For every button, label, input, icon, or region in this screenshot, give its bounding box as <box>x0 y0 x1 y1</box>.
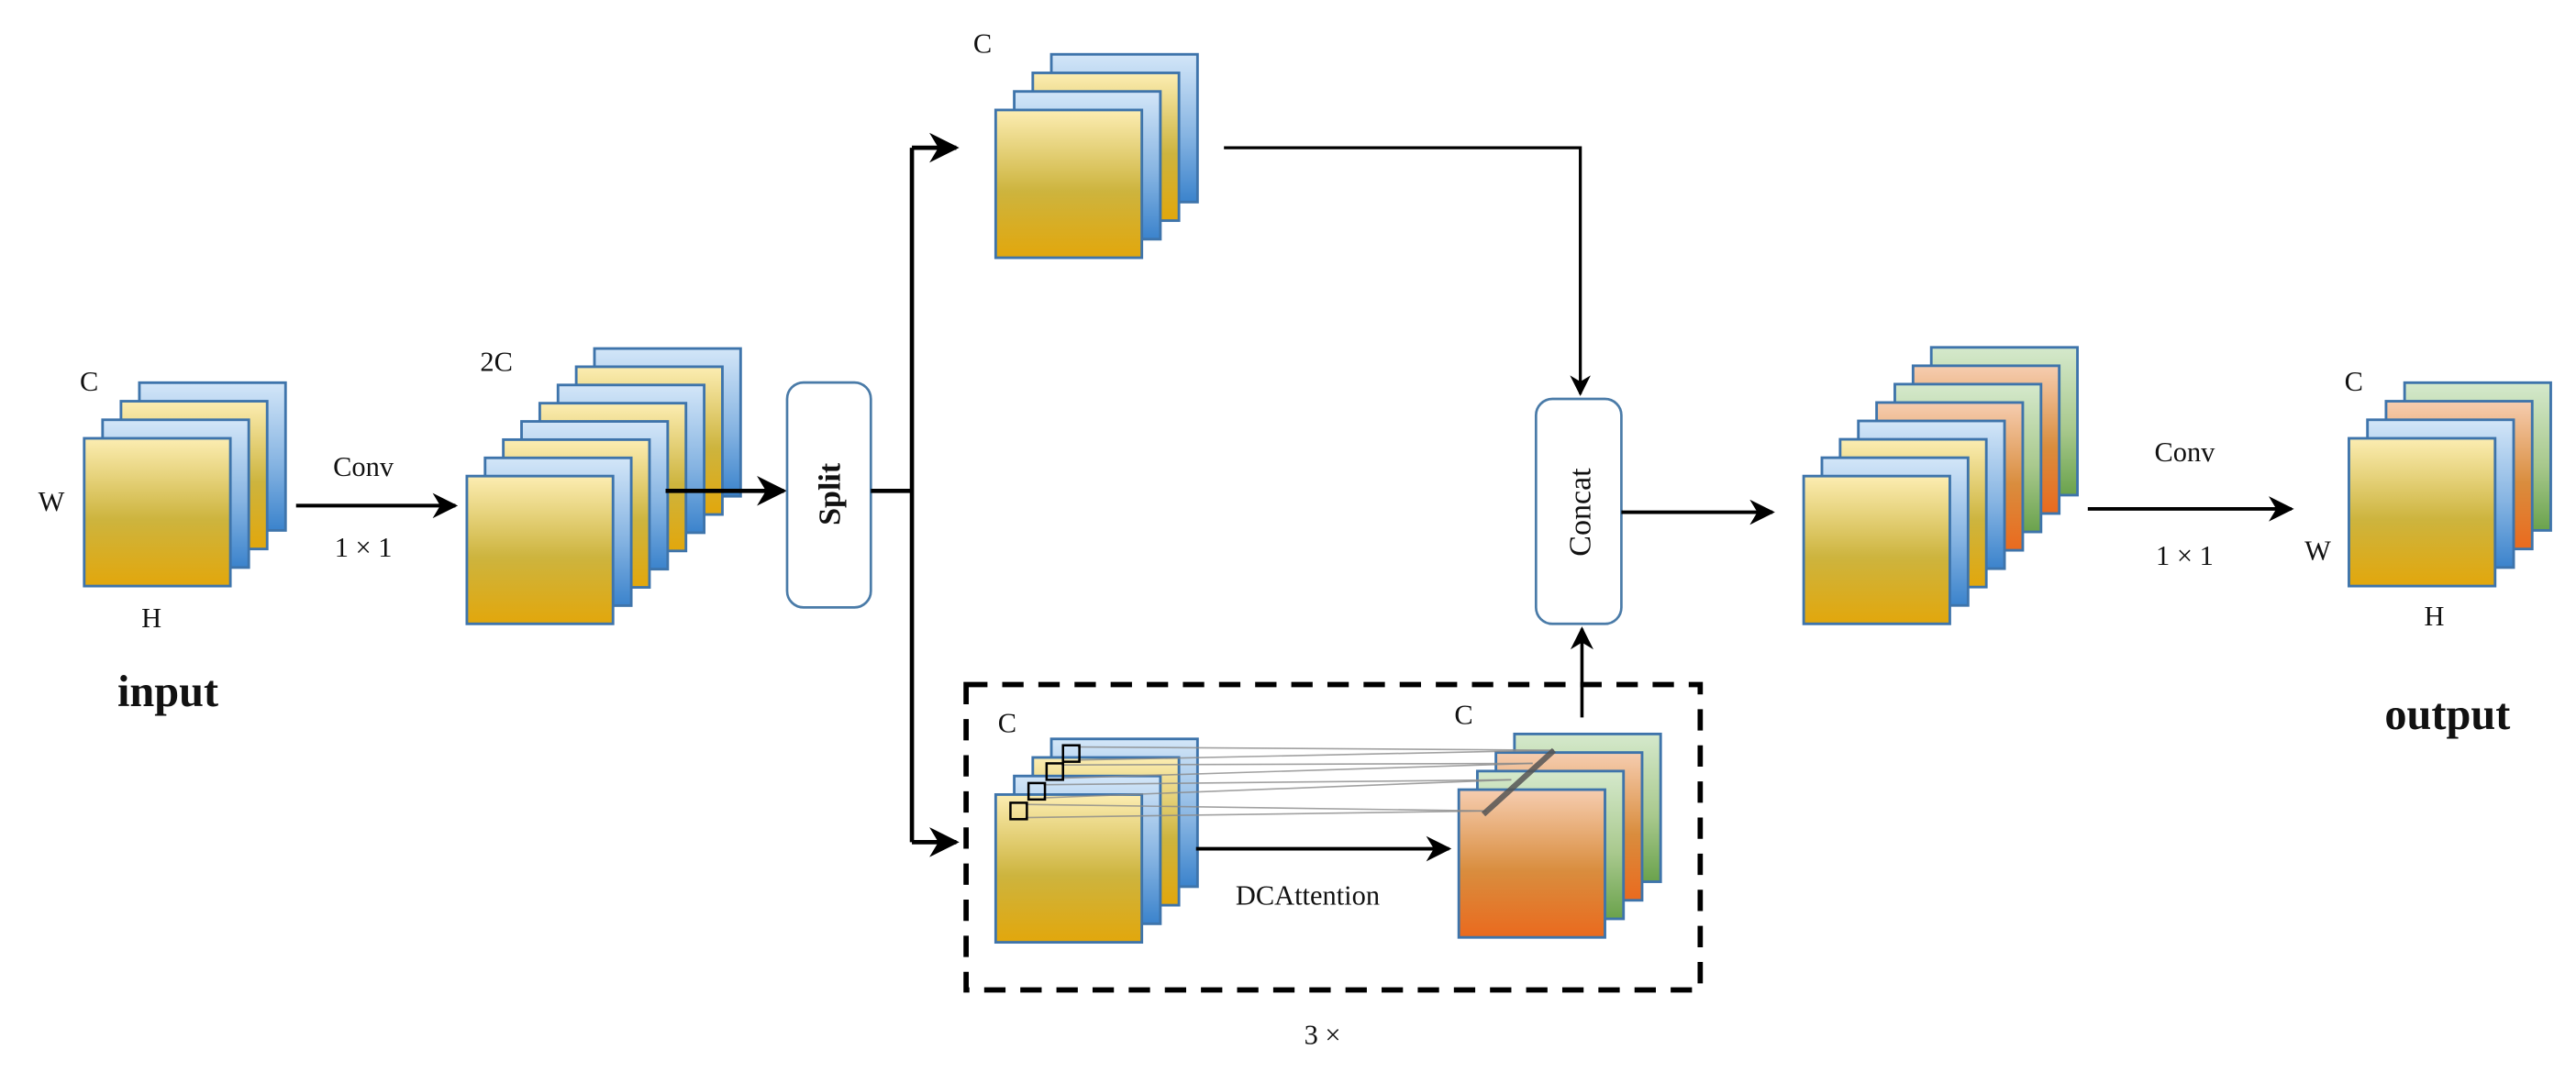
split-block: Split <box>785 381 872 609</box>
attention-link-line <box>1060 762 1533 779</box>
output-height-label: H <box>2425 601 2445 632</box>
input-title: input <box>117 668 218 716</box>
input-width-label: W <box>39 486 65 517</box>
kernel-window <box>1061 744 1081 763</box>
attention-output-channel-label: C <box>1454 699 1472 730</box>
conv1-label: Conv <box>333 451 394 482</box>
split-branch-lines <box>871 148 915 843</box>
feature-map-layer-yellow <box>83 437 232 588</box>
feature-map-layer-yellow <box>1802 474 1951 625</box>
top-to-concat-arrow <box>1224 146 1591 396</box>
attention-link-line <box>1077 746 1555 751</box>
kernel-window <box>1045 762 1064 781</box>
kernel-window <box>1027 781 1047 801</box>
split-label: Split <box>813 462 847 525</box>
attention-input-stack <box>994 737 1199 945</box>
attention-link-line <box>1077 749 1555 761</box>
kernel-window <box>1009 801 1028 821</box>
expanded-channel-label: 2C <box>480 347 513 378</box>
attention-input-channel-label: C <box>998 707 1016 738</box>
top-branch-feature-stack <box>994 52 1199 260</box>
attention-connection-lines <box>1009 744 1557 821</box>
attention-link-line <box>1025 803 1487 812</box>
attention-output-stack <box>1457 732 1662 939</box>
attention-link-line <box>1043 779 1512 799</box>
output-title: output <box>2384 691 2510 739</box>
feature-map-layer-yellow <box>465 474 615 625</box>
concatenated-feature-stack <box>1802 346 2079 625</box>
feature-map-layer-orange <box>1457 788 1606 939</box>
conv1-kernel-label: 1 × 1 <box>335 532 393 563</box>
input-height-label: H <box>141 602 161 634</box>
concat-block: Concat <box>1534 397 1623 625</box>
input-channel-label: C <box>80 366 98 397</box>
attention-link-line <box>1043 779 1512 786</box>
feature-map-layer-yellow <box>2348 437 2497 588</box>
dcattention-label: DCAttention <box>1236 879 1380 911</box>
attention-repeat-box <box>963 681 1704 993</box>
conv2-kernel-label: 1 × 1 <box>2156 540 2214 571</box>
output-feature-stack <box>2348 381 2552 588</box>
feature-map-layer-yellow <box>994 108 1144 260</box>
input-feature-stack <box>83 381 287 588</box>
output-channel-label: C <box>2345 366 2363 397</box>
top-branch-channel-label: C <box>973 28 992 59</box>
output-width-label: W <box>2304 535 2331 566</box>
repeat-label: 3 × <box>1305 1020 1341 1051</box>
attention-link-line <box>1060 762 1533 767</box>
concat-label: Concat <box>1563 468 1597 557</box>
expanded-feature-stack <box>465 347 742 625</box>
conv2-label: Conv <box>2154 437 2215 468</box>
attention-link-line <box>1025 810 1487 819</box>
attention-target-line <box>1481 747 1557 817</box>
